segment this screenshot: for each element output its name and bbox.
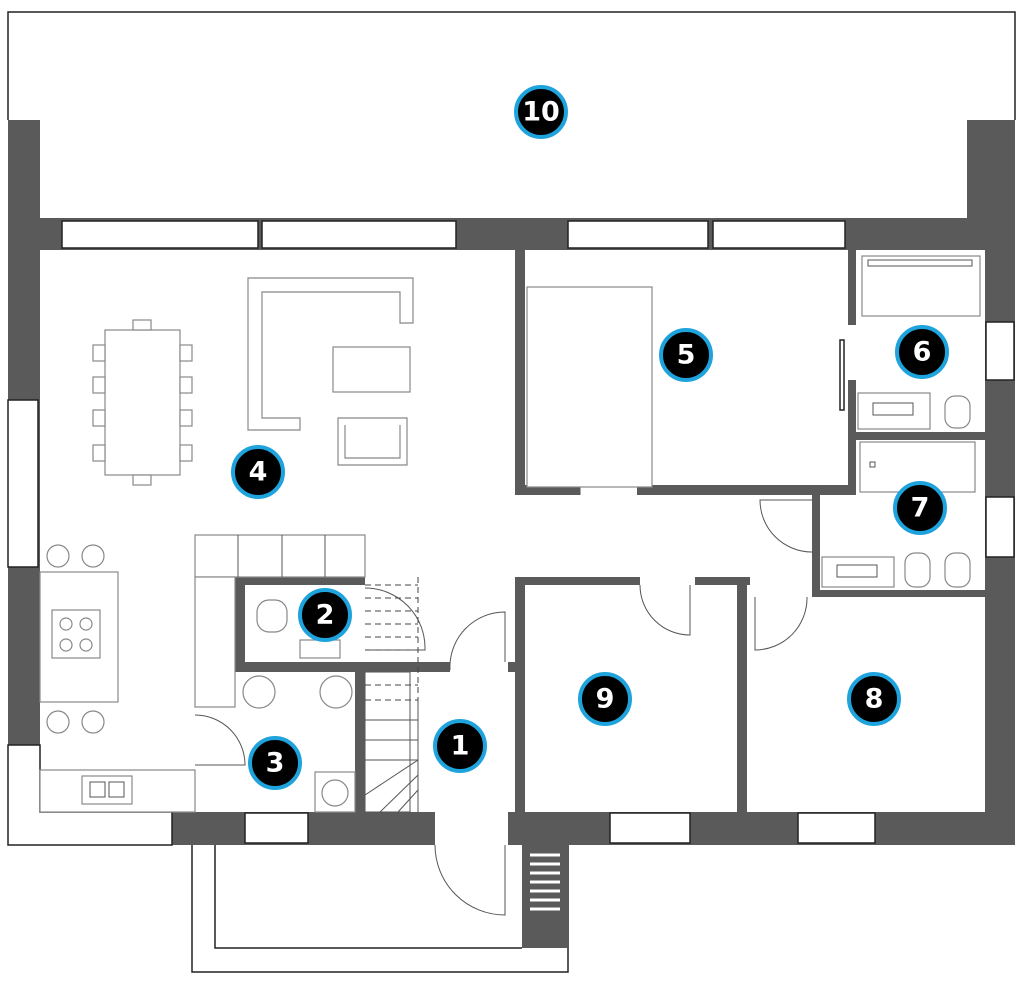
- room-badge-8: 8: [847, 672, 901, 726]
- room-badge-6: 6: [895, 325, 949, 379]
- svg-text:7: 7: [911, 493, 930, 524]
- room-badge-4: 4: [231, 445, 285, 499]
- porch-outline: [191, 845, 569, 973]
- svg-text:2: 2: [316, 600, 335, 631]
- furniture: [39, 255, 981, 813]
- svg-text:9: 9: [596, 684, 615, 715]
- interior-walls: [235, 250, 985, 812]
- svg-text:5: 5: [677, 340, 696, 371]
- room-badge-9: 9: [578, 672, 632, 726]
- room-badge-10: 10: [514, 85, 568, 139]
- svg-text:6: 6: [913, 337, 932, 368]
- room-badge-3: 3: [248, 736, 302, 790]
- windows: [7, 220, 1015, 846]
- svg-text:8: 8: [865, 684, 884, 715]
- terrace-outline: [7, 11, 1016, 120]
- svg-text:10: 10: [522, 97, 560, 128]
- room-badge-1: 1: [433, 719, 487, 773]
- svg-text:3: 3: [266, 748, 285, 779]
- svg-text:4: 4: [249, 457, 268, 488]
- svg-text:1: 1: [451, 731, 470, 762]
- room-badge-7: 7: [893, 481, 947, 535]
- entrance-steps: [522, 845, 568, 948]
- doors: [194, 339, 845, 766]
- staircase: [364, 577, 419, 813]
- room-badge-2: 2: [298, 588, 352, 642]
- room-badge-5: 5: [659, 328, 713, 382]
